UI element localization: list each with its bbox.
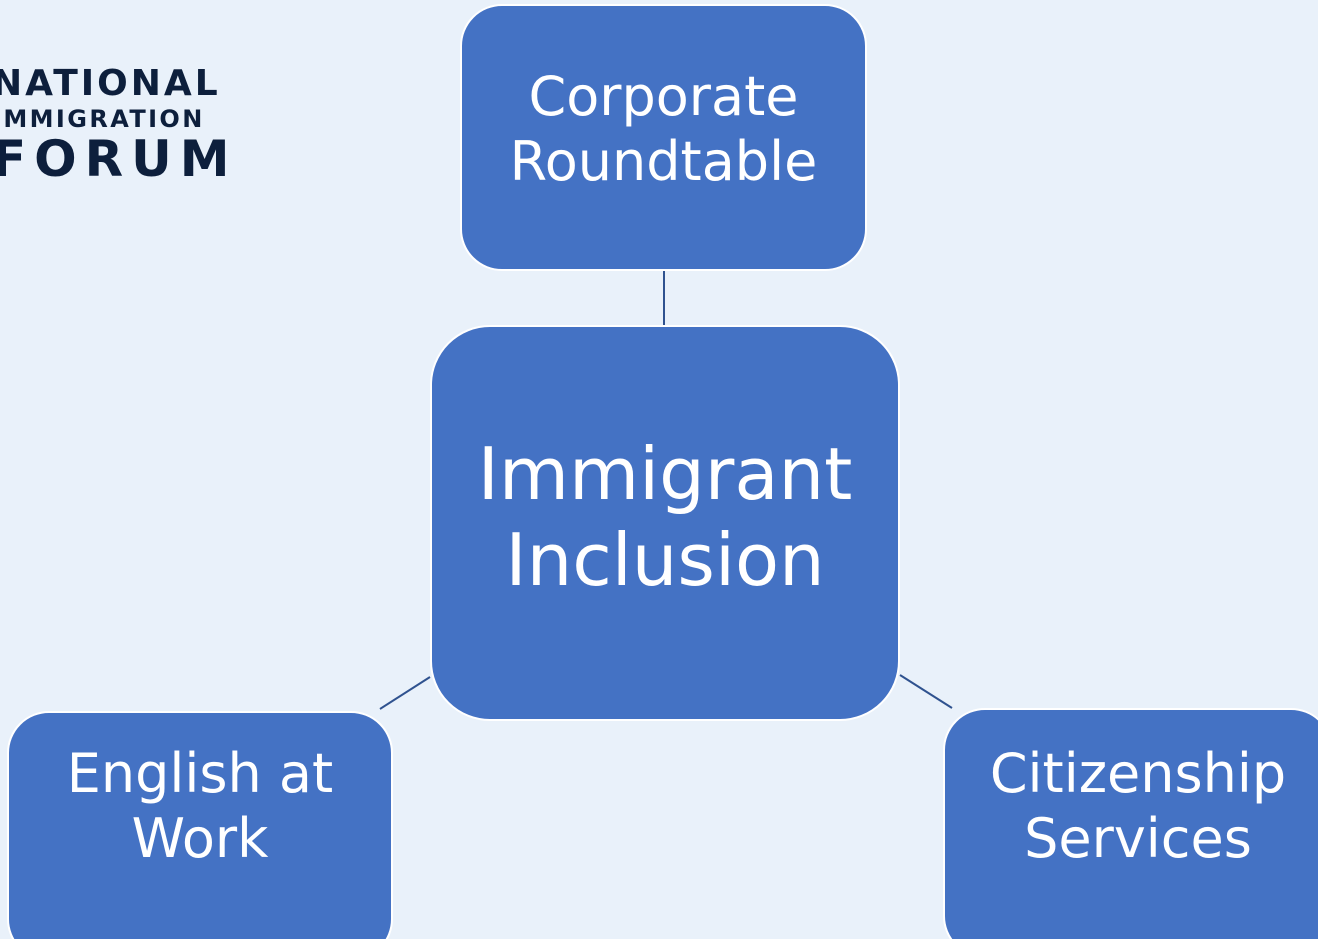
node-immigrant-inclusion: Immigrant Inclusion xyxy=(430,325,900,721)
node-label: Corporate Roundtable xyxy=(509,64,818,193)
organization-logo: NATIONAL IMMIGRATION FORUM xyxy=(0,63,238,188)
connector-right xyxy=(899,674,953,709)
node-english-at-work: English at Work xyxy=(7,711,393,939)
node-citizenship-services: Citizenship Services xyxy=(943,708,1318,939)
center-node-label: Immigrant Inclusion xyxy=(477,431,853,602)
logo-line-national: NATIONAL xyxy=(0,63,221,104)
node-corporate-roundtable: Corporate Roundtable xyxy=(460,4,867,271)
node-label: Citizenship Services xyxy=(989,742,1287,870)
logo-line-forum: FORUM xyxy=(0,130,238,188)
node-label: English at Work xyxy=(66,742,334,870)
connector-left xyxy=(379,676,431,710)
logo-line-immigration: IMMIGRATION xyxy=(0,105,205,133)
